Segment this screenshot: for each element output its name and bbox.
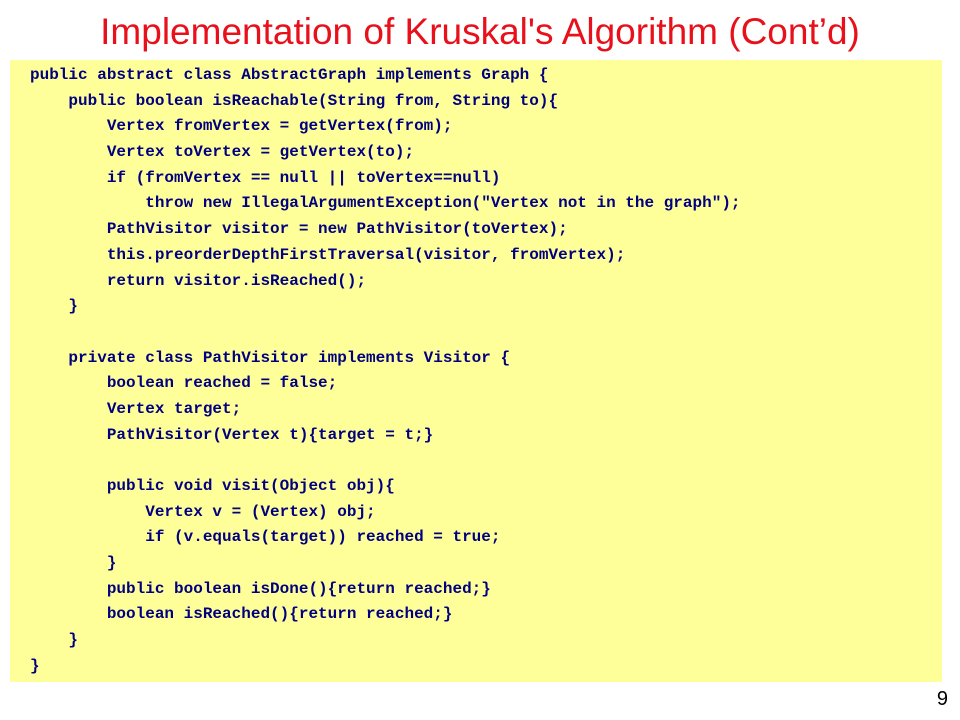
code-line: } — [30, 554, 117, 573]
code-line: Vertex toVertex = getVertex(to); — [30, 143, 415, 162]
code-line: throw new IllegalArgumentException("Vert… — [30, 194, 741, 213]
page-number: 9 — [936, 688, 948, 710]
code-line: return visitor.isReached(); — [30, 271, 367, 290]
code-line: public boolean isReachable(String from, … — [30, 91, 559, 110]
code-line: public abstract class AbstractGraph impl… — [30, 66, 549, 84]
code-line: boolean reached = false; — [30, 374, 338, 393]
code-line: PathVisitor(Vertex t){target = t;} — [30, 425, 434, 444]
code-line: Vertex fromVertex = getVertex(from); — [30, 117, 453, 136]
code-line: public boolean isDone(){return reached;} — [30, 579, 491, 598]
code-line: public void visit(Object obj){ — [30, 477, 395, 495]
code-line: if (fromVertex == null || toVertex==null… — [30, 168, 501, 187]
code-line: } — [30, 656, 40, 675]
code-block: public abstract class AbstractGraph impl… — [10, 60, 942, 682]
code-line: boolean isReached(){return reached;} — [30, 605, 453, 624]
slide-title: Implementation of Kruskal's Algorithm (C… — [100, 11, 860, 52]
code-line: Vertex target; — [30, 399, 242, 418]
code-line: } — [30, 631, 79, 650]
code-line: if (v.equals(target)) reached = true; — [30, 528, 501, 547]
code-line: this.preorderDepthFirstTraversal(visitor… — [30, 245, 626, 264]
code-line: } — [30, 297, 79, 316]
code-line: private class PathVisitor implements Vis… — [30, 348, 511, 367]
code-line: Vertex v = (Vertex) obj; — [30, 502, 376, 521]
code-line-blank — [30, 320, 942, 346]
code-line: PathVisitor visitor = new PathVisitor(to… — [30, 220, 568, 239]
code-line-blank — [30, 448, 942, 474]
